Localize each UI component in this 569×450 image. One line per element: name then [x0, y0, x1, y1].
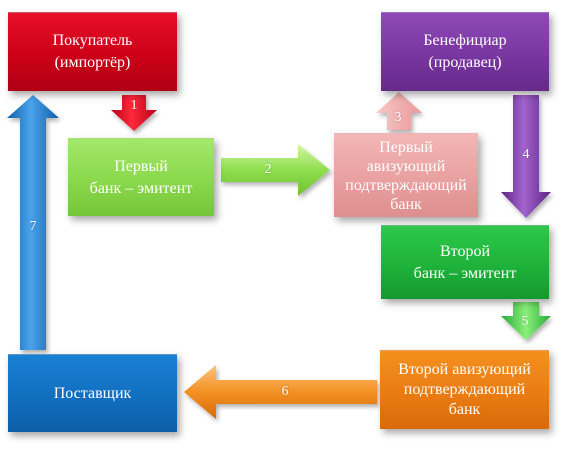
- node-advising-bank-1: Первый авизующий подтверждающий банк: [334, 133, 478, 217]
- step-label-1: 1: [130, 98, 138, 113]
- node-advising-bank-1-line-3: подтверждающий: [345, 176, 467, 194]
- node-issuing-bank-1-line-2: банк – эмитент: [89, 179, 193, 197]
- node-issuing-bank-2-line-2: банк – эмитент: [413, 264, 517, 282]
- node-advising-bank-2-line-3: банк: [448, 401, 481, 418]
- step-label-3: 3: [394, 110, 402, 125]
- arrow-step-3: [376, 92, 422, 130]
- step-label-2: 2: [264, 162, 272, 177]
- node-supplier-line-1: Поставщик: [53, 384, 132, 402]
- step-label-6: 6: [281, 384, 289, 399]
- arrow-step-5: [501, 302, 551, 340]
- arrow-step-7: [7, 95, 59, 350]
- node-advising-bank-2-line-2: подтверждающий: [403, 381, 526, 398]
- node-advising-bank-2-line-1: Второй авизующий: [398, 361, 531, 378]
- node-advising-bank-1-line-2: авизующий: [366, 157, 446, 175]
- node-issuing-bank-1-line-1: Первый: [114, 157, 168, 175]
- node-buyer: Покупатель (импортёр): [8, 12, 177, 91]
- arrow-step-1: [111, 95, 157, 131]
- node-beneficiary-line-2: (продавец): [428, 54, 502, 71]
- node-issuing-bank-2: Второй банк – эмитент: [381, 225, 549, 299]
- node-issuing-bank-2-line-1: Второй: [439, 242, 490, 260]
- step-label-4: 4: [522, 147, 530, 162]
- node-advising-bank-1-line-1: Первый: [379, 138, 433, 156]
- arrow-step-2: [221, 144, 330, 196]
- arrow-step-6: [184, 365, 377, 419]
- step-label-7: 7: [29, 219, 37, 234]
- node-advising-bank-2: Второй авизующий подтверждающий банк: [380, 350, 549, 429]
- arrow-step-4: [501, 95, 551, 218]
- node-beneficiary-line-1: Бенефициар: [423, 32, 507, 49]
- node-supplier: Поставщик: [8, 354, 177, 432]
- node-advising-bank-1-line-4: банк: [390, 195, 422, 213]
- node-buyer-line-2: (импортёр): [54, 54, 131, 71]
- step-label-5: 5: [521, 314, 529, 329]
- node-buyer-line-1: Покупатель: [52, 32, 133, 49]
- node-issuing-bank-1: Первый банк – эмитент: [68, 138, 214, 216]
- node-beneficiary: Бенефициар (продавец): [381, 12, 549, 91]
